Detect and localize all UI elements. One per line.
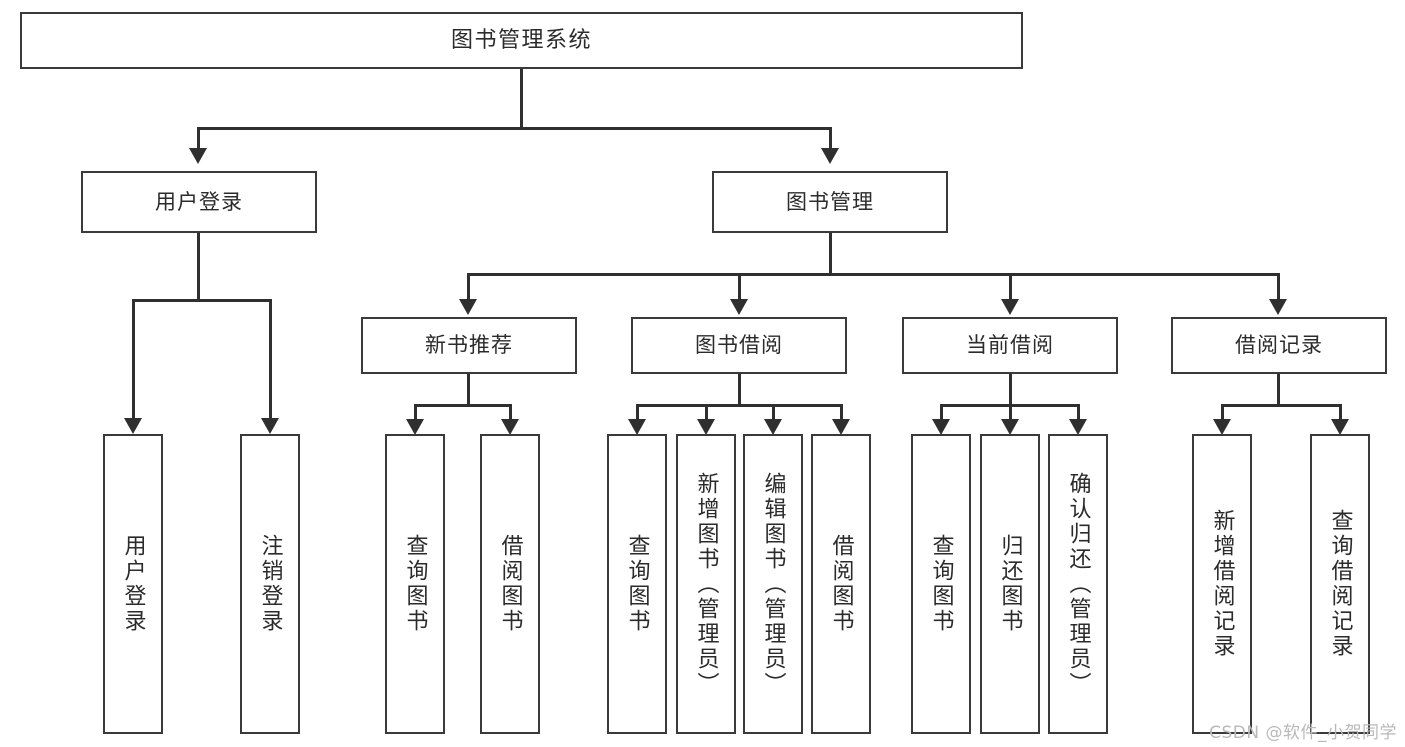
- arrowhead-to-leaf-edit-book: [764, 419, 782, 435]
- connector-book-borrow-drop-4: [840, 404, 843, 420]
- leaf-add-borrow-record[interactable]: 新增借阅记录: [1192, 434, 1252, 734]
- node-label: 借阅记录: [1235, 333, 1323, 358]
- connector-borrow-record-stem: [1277, 374, 1280, 406]
- leaf-label: 查询借阅记录: [1327, 509, 1353, 659]
- leaf-label: 注销登录: [257, 534, 283, 634]
- connector-user-login-stem: [197, 233, 200, 301]
- arrowhead-to-new-book-recommend: [459, 299, 477, 315]
- arrowhead-to-leaf-borrow-book-a: [501, 419, 519, 435]
- leaf-return-book[interactable]: 归还图书: [980, 434, 1040, 734]
- connector-new-book-stem: [467, 374, 470, 406]
- connector-level3-drop-book-borrow: [738, 273, 741, 301]
- node-user-login[interactable]: 用户登录: [81, 171, 317, 233]
- arrowhead-to-leaf-query-book-b: [628, 419, 646, 435]
- node-label: 图书管理系统: [450, 27, 592, 53]
- connector-current-borrow-drop-3: [1077, 404, 1080, 420]
- leaf-user-login[interactable]: 用户登录: [103, 434, 163, 734]
- arrowhead-to-user-login: [189, 148, 207, 164]
- node-label: 图书管理: [786, 189, 874, 214]
- connector-new-book-drop-1: [414, 404, 417, 420]
- node-book-borrow[interactable]: 图书借阅: [631, 317, 847, 374]
- connector-new-book-drop-2: [509, 404, 512, 420]
- arrowhead-to-leaf-return-book: [1001, 419, 1019, 435]
- connector-book-management-stem: [829, 233, 832, 275]
- node-book-management[interactable]: 图书管理: [712, 171, 948, 233]
- connector-borrow-record-bus: [1221, 404, 1340, 407]
- node-borrow-record[interactable]: 借阅记录: [1171, 317, 1387, 374]
- connector-level2-drop-user-login: [197, 127, 200, 149]
- node-current-borrow[interactable]: 当前借阅: [902, 317, 1118, 374]
- connector-current-borrow-drop-2: [1009, 404, 1012, 420]
- node-root-book-management-system[interactable]: 图书管理系统: [20, 12, 1023, 69]
- leaf-label: 查询图书: [402, 534, 428, 634]
- leaf-query-book-current[interactable]: 查询图书: [911, 434, 971, 734]
- connector-borrow-record-drop-2: [1339, 404, 1342, 420]
- leaf-add-book-admin[interactable]: 新增图书（管理员）: [676, 434, 736, 734]
- leaf-confirm-return-admin[interactable]: 确认归还（管理员）: [1048, 434, 1108, 734]
- leaf-query-book-borrow[interactable]: 查询图书: [607, 434, 667, 734]
- connector-new-book-bus: [414, 404, 512, 407]
- leaf-label: 新增图书（管理员）: [693, 471, 719, 697]
- arrowhead-to-leaf-user-login: [124, 418, 142, 434]
- connector-level3-drop-borrow-record: [1277, 273, 1280, 301]
- leaf-borrow-book[interactable]: 借阅图书: [811, 434, 871, 734]
- connector-level3-bus: [467, 273, 1277, 276]
- leaf-label: 查询图书: [624, 534, 650, 634]
- connector-borrow-record-drop-1: [1221, 404, 1224, 420]
- leaf-label: 用户登录: [120, 534, 146, 634]
- node-label: 图书借阅: [695, 333, 783, 358]
- arrowhead-to-book-management: [821, 148, 839, 164]
- leaf-label: 确认归还（管理员）: [1065, 471, 1091, 697]
- arrowhead-to-leaf-confirm-return: [1069, 419, 1087, 435]
- connector-current-borrow-drop-1: [940, 404, 943, 420]
- arrowhead-to-leaf-query-book-a: [406, 419, 424, 435]
- arrowhead-to-leaf-borrow-book-b: [832, 419, 850, 435]
- connector-book-borrow-drop-3: [772, 404, 775, 420]
- connector-book-borrow-drop-1: [636, 404, 639, 420]
- connector-user-login-bus: [132, 299, 271, 302]
- connector-book-borrow-bus: [636, 404, 843, 407]
- arrowhead-to-leaf-add-book: [697, 419, 715, 435]
- leaf-label: 编辑图书（管理员）: [760, 471, 786, 697]
- connector-book-borrow-drop-2: [705, 404, 708, 420]
- leaf-query-book-recommend[interactable]: 查询图书: [385, 434, 445, 734]
- connector-level2-drop-book-management: [829, 127, 832, 149]
- arrowhead-to-borrow-record: [1269, 299, 1287, 315]
- node-label: 当前借阅: [966, 333, 1054, 358]
- connector-level3-drop-new-book: [467, 273, 470, 301]
- arrowhead-to-leaf-query-borrow-record: [1331, 419, 1349, 435]
- node-label: 新书推荐: [425, 333, 513, 358]
- connector-user-login-drop-1: [132, 299, 135, 419]
- leaf-logout[interactable]: 注销登录: [240, 434, 300, 734]
- node-label: 用户登录: [155, 189, 243, 214]
- arrowhead-to-book-borrow: [730, 299, 748, 315]
- arrowhead-to-leaf-add-borrow-record: [1213, 419, 1231, 435]
- connector-book-borrow-stem: [738, 374, 741, 406]
- connector-root-stem: [520, 69, 523, 129]
- leaf-label: 归还图书: [997, 534, 1023, 634]
- arrowhead-to-leaf-query-book-c: [932, 419, 950, 435]
- connector-level3-drop-current-borrow: [1009, 273, 1012, 301]
- connector-user-login-drop-2: [269, 299, 272, 419]
- leaf-query-borrow-record[interactable]: 查询借阅记录: [1310, 434, 1370, 734]
- connector-current-borrow-stem: [1009, 374, 1012, 406]
- arrowhead-to-current-borrow: [1001, 299, 1019, 315]
- arrowhead-to-leaf-logout: [261, 418, 279, 434]
- leaf-label: 查询图书: [928, 534, 954, 634]
- leaf-label: 新增借阅记录: [1209, 509, 1235, 659]
- leaf-label: 借阅图书: [497, 534, 523, 634]
- connector-level2-bus: [197, 127, 831, 130]
- node-new-book-recommend[interactable]: 新书推荐: [361, 317, 577, 374]
- leaf-borrow-book-recommend[interactable]: 借阅图书: [480, 434, 540, 734]
- leaf-edit-book-admin[interactable]: 编辑图书（管理员）: [743, 434, 803, 734]
- watermark-text: CSDN @软件_小贺同学: [1209, 723, 1397, 743]
- leaf-label: 借阅图书: [828, 534, 854, 634]
